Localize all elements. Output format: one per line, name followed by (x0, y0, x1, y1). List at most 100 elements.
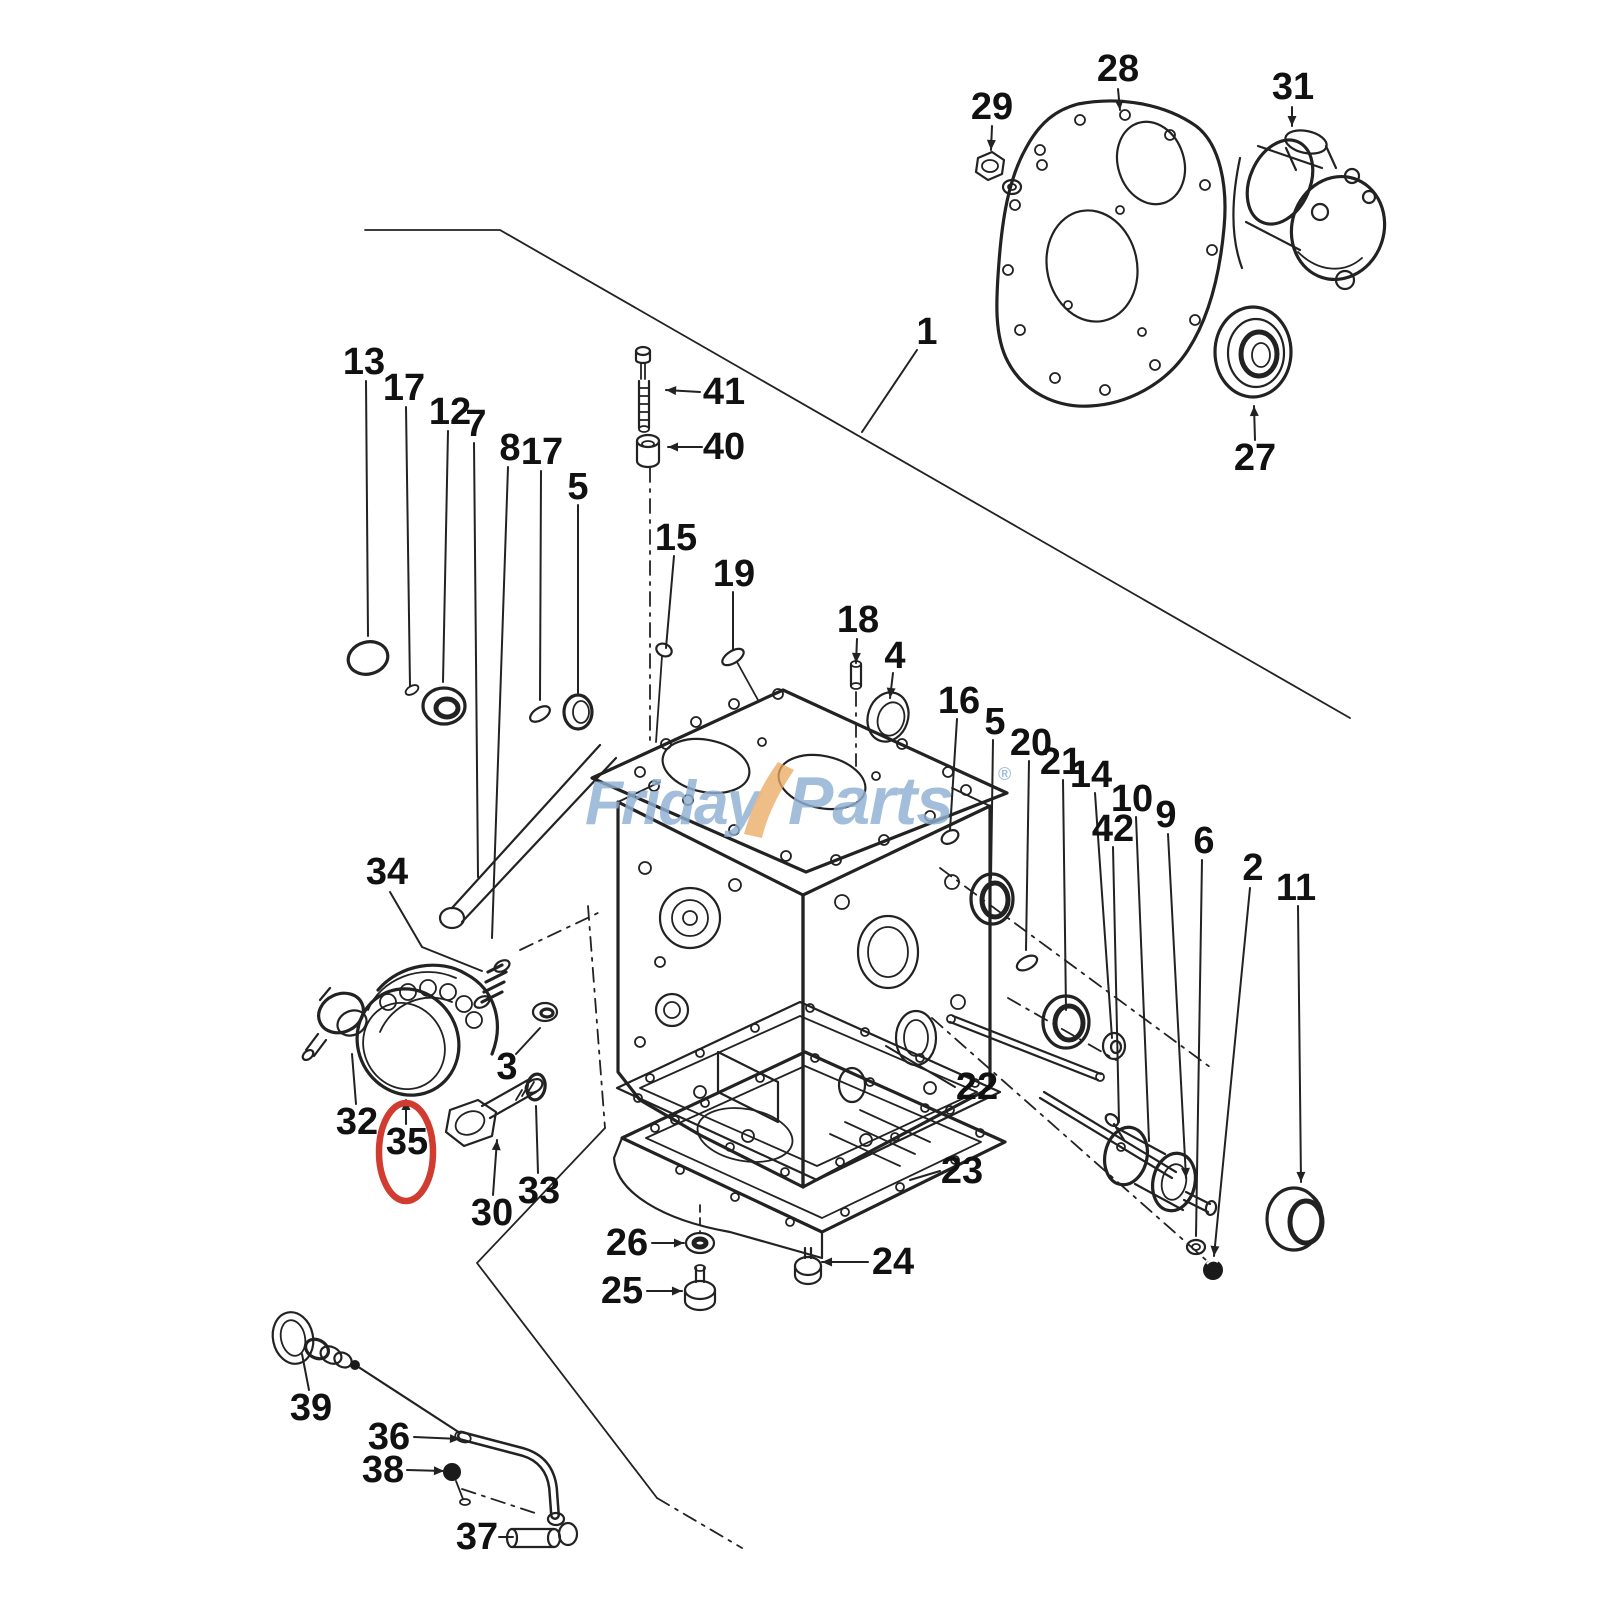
rear-plate-artwork (995, 99, 1227, 408)
watermark: Friday Parts ® (585, 762, 1011, 839)
part-label-41: 41 (703, 371, 745, 413)
part-label-17b: 17 (521, 431, 563, 473)
leader-line-17b (539, 470, 542, 701)
leader-arrowhead-4 (886, 687, 896, 698)
oil-pan-artwork (612, 1050, 1007, 1260)
right-parts-artwork (940, 829, 1325, 1280)
part-label-5a: 5 (567, 466, 588, 508)
part-label-5b: 5 (984, 701, 1005, 743)
watermark-text-left: Friday (585, 769, 765, 838)
construction-lines (364, 229, 1351, 1549)
bolt-29-artwork (974, 150, 1023, 196)
leader-line-1 (861, 349, 918, 433)
part-label-24: 24 (872, 1241, 914, 1283)
pan-hardware-artwork (683, 1231, 823, 1312)
watermark-registered-icon: ® (998, 764, 1011, 784)
leader-line-9 (1167, 833, 1187, 1179)
part-label-35: 35 (386, 1121, 428, 1163)
part-label-36: 36 (368, 1416, 410, 1458)
leader-line-3 (515, 1027, 541, 1055)
part-label-27: 27 (1234, 437, 1276, 479)
leader-line-6 (1195, 859, 1203, 1237)
part-label-19: 19 (713, 553, 755, 595)
part-label-1: 1 (916, 311, 937, 353)
leader-line-15 (665, 555, 675, 649)
part-label-31: 31 (1272, 66, 1314, 108)
watermark-text-right: Parts (788, 763, 953, 839)
leader-line-22 (885, 1045, 956, 1088)
seal-27-artwork (1213, 305, 1293, 399)
starter-motor-artwork (1232, 129, 1387, 291)
leader-arrowhead-26 (673, 1238, 684, 1248)
part-label-4: 4 (884, 635, 905, 677)
part-label-28: 28 (1097, 48, 1139, 90)
part-label-37: 37 (456, 1516, 498, 1558)
part-label-10: 10 (1111, 778, 1153, 820)
part-label-34: 34 (366, 851, 408, 893)
leader-arrowhead-36 (449, 1434, 460, 1444)
leader-line-32 (351, 1053, 357, 1105)
leader-line-33 (535, 1105, 539, 1174)
part-label-20: 20 (1010, 722, 1052, 764)
leader-arrowhead-41 (666, 386, 677, 396)
leader-arrowhead-40 (668, 442, 679, 452)
part-label-40: 40 (703, 426, 745, 468)
leader-arrowhead-28 (1114, 99, 1124, 110)
part-label-11: 11 (1276, 867, 1316, 909)
leader-line-20 (1025, 760, 1030, 951)
part-label-16: 16 (938, 680, 980, 722)
part-label-30: 30 (471, 1192, 513, 1234)
leader-arrowhead-29 (986, 139, 996, 150)
leader-line-42 (1112, 846, 1120, 1123)
leader-line-34 (389, 891, 483, 972)
part-label-18: 18 (837, 599, 879, 641)
part-label-15: 15 (655, 517, 697, 559)
leader-line-11 (1297, 905, 1302, 1183)
part-label-22: 22 (956, 1066, 998, 1108)
part-label-33: 33 (518, 1170, 560, 1212)
part-label-3: 3 (496, 1046, 517, 1088)
oil-filter-artwork (301, 959, 559, 1148)
part-label-8: 8 (499, 427, 520, 469)
leader-arrowhead-24 (822, 1257, 833, 1267)
leader-arrowhead-2 (1210, 1245, 1220, 1256)
part-label-32: 32 (336, 1101, 378, 1143)
part-label-42: 42 (1092, 808, 1134, 850)
leader-arrowhead-27 (1249, 406, 1259, 417)
leader-line-8 (491, 466, 509, 939)
part-label-2: 2 (1242, 847, 1263, 889)
left-parts-artwork (346, 345, 910, 743)
leader-arrowhead-38 (433, 1466, 444, 1476)
part-label-12: 12 (429, 391, 471, 433)
leader-arrowhead-30 (491, 1140, 501, 1151)
leader-arrowhead-11 (1296, 1171, 1306, 1182)
leader-line-21 (1062, 779, 1067, 1011)
highlight-ellipse-35 (375, 1099, 437, 1205)
leader-line-7 (473, 442, 479, 878)
part-label-29: 29 (971, 86, 1013, 128)
part-label-14: 14 (1070, 754, 1112, 796)
part-label-17a: 17 (383, 367, 425, 409)
leader-line-10 (1135, 816, 1150, 1142)
part-label-25: 25 (601, 1270, 643, 1312)
part-label-13: 13 (343, 341, 385, 383)
part-label-26: 26 (606, 1222, 648, 1264)
part-label-23: 23 (941, 1150, 983, 1192)
leader-line-14 (1094, 792, 1113, 1039)
part-label-9: 9 (1155, 794, 1176, 836)
leader-line-12 (442, 430, 449, 683)
part-label-39: 39 (290, 1387, 332, 1429)
leader-line-39 (301, 1353, 310, 1391)
leader-line-13 (365, 380, 369, 637)
engine-block-artwork (438, 743, 992, 1189)
leader-line-5b (990, 739, 994, 879)
leader-arrowhead-18 (851, 652, 861, 663)
watermark-check-icon (744, 762, 794, 838)
part-label-7: 7 (465, 403, 486, 445)
part-label-21: 21 (1040, 741, 1082, 783)
oil-pan-gasket-artwork (615, 1000, 1002, 1182)
leader-arrowhead-9 (1180, 1167, 1190, 1178)
leader-arrowhead-31 (1287, 115, 1297, 126)
